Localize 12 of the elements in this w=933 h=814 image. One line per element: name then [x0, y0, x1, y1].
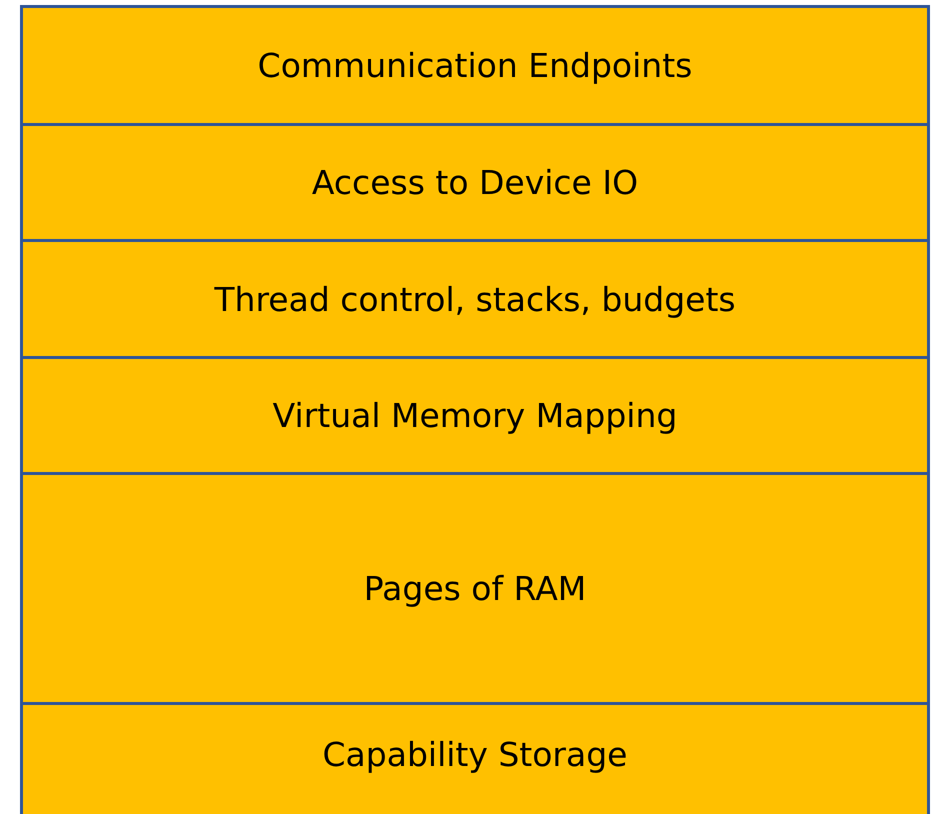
layer-band — [20, 702, 930, 814]
layer-label: Thread control, stacks, budgets — [214, 280, 736, 318]
layer-band — [20, 5, 930, 126]
layer-label: Pages of RAM — [364, 569, 586, 608]
layer-band — [20, 472, 930, 705]
layer-label: Virtual Memory Mapping — [272, 396, 678, 435]
layer-label: Capability Storage — [322, 734, 628, 774]
layer-band — [20, 239, 930, 359]
layer-label: Communication Endpoints — [258, 46, 692, 85]
layer-band — [20, 123, 930, 242]
layer-band — [20, 356, 930, 475]
layer-label: Access to Device IO — [312, 163, 638, 202]
